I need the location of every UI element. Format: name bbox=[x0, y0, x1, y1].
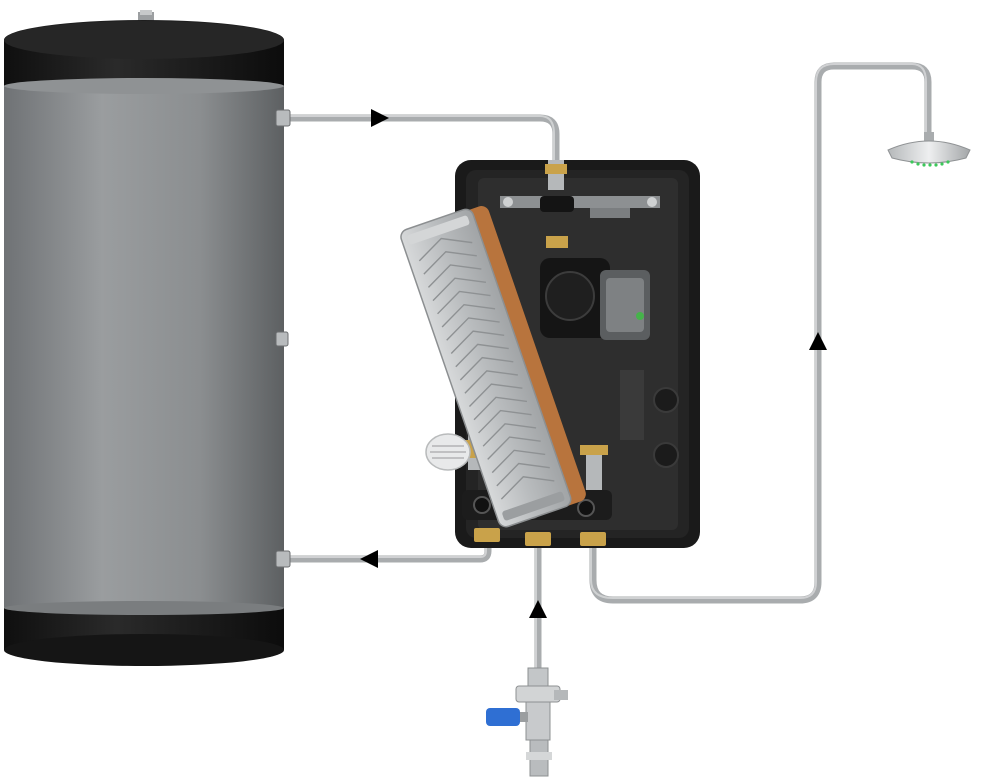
mounting-bracket bbox=[500, 196, 660, 208]
brass-fitting-return bbox=[474, 528, 500, 542]
brass-fitting-cold bbox=[525, 532, 551, 546]
tank-port-top bbox=[275, 109, 291, 127]
fresh-water-station bbox=[400, 160, 700, 548]
tank-port-bottom bbox=[275, 550, 291, 568]
flow-arrow-up-inlet bbox=[529, 600, 547, 618]
plate-heat-exchanger bbox=[400, 206, 586, 528]
flow-arrow-right bbox=[371, 109, 389, 127]
pump-status-light bbox=[636, 312, 644, 320]
shower-head bbox=[887, 132, 971, 167]
valve-handle-blue bbox=[486, 708, 520, 726]
flow-arrow-left bbox=[360, 550, 378, 568]
storage-tank bbox=[4, 10, 291, 666]
cold-water-valve bbox=[486, 667, 568, 777]
brass-fitting-hot bbox=[580, 532, 606, 546]
pipe-tank-top-to-station bbox=[284, 114, 560, 164]
tank-port-middle bbox=[275, 331, 289, 347]
flow-arrow-up-outlet bbox=[809, 332, 827, 350]
pipe-station-to-tank-bottom bbox=[284, 531, 492, 563]
circulation-pump bbox=[540, 258, 650, 340]
